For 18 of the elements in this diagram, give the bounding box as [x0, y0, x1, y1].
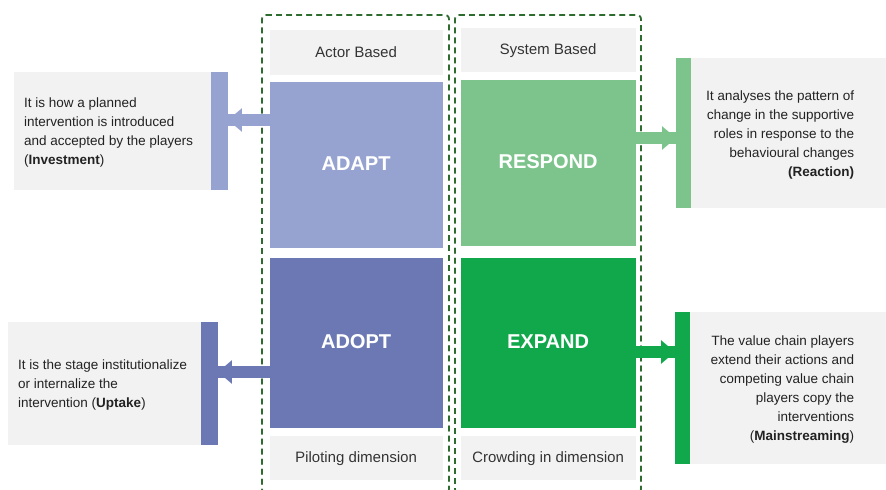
stage-box: ADAPT	[270, 82, 442, 248]
stage-box: EXPAND	[460, 258, 636, 428]
block-arrow	[218, 360, 270, 384]
description-box: The value chain players extend their actions and competing value chain players copy the interventions (Mainstreaming)	[675, 312, 886, 464]
header-box: Piloting dimension	[270, 436, 442, 480]
header-box: Actor Based	[270, 30, 442, 74]
description-box: It is how a planned intervention is introduced and accepted by the players (Investment)	[14, 72, 228, 190]
stage-box: ADOPT	[270, 258, 442, 428]
dashed-group-frame	[454, 14, 642, 490]
block-arrow	[636, 126, 676, 150]
description-box: It analyses the pattern of change in the supportive roles in response to the behavioural changes (Reaction)	[676, 58, 886, 208]
description-box: It is the stage institutionalize or internalize the intervention (Uptake)	[8, 322, 218, 445]
dashed-group-frame	[261, 14, 450, 490]
block-arrow	[228, 108, 270, 132]
header-box: System Based	[460, 28, 636, 72]
block-arrow	[636, 340, 675, 364]
stage-box: RESPOND	[460, 80, 636, 246]
header-box: Crowding in dimension	[460, 436, 636, 480]
